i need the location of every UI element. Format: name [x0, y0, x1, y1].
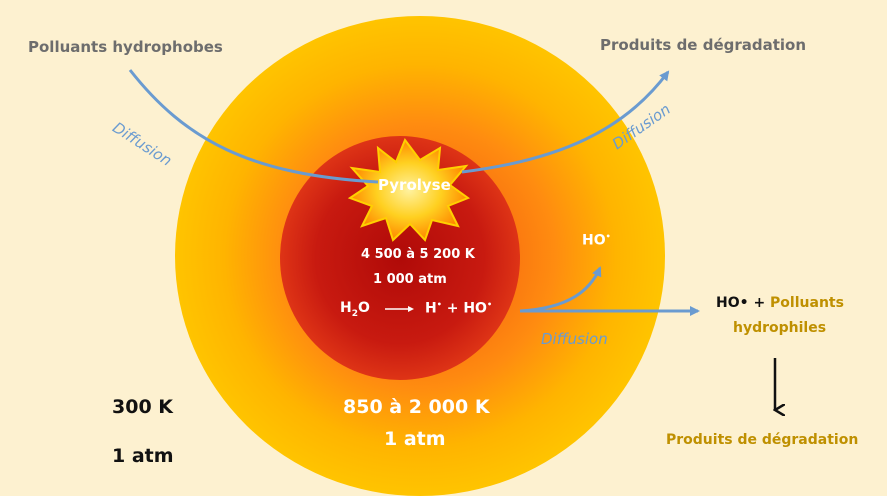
- hydroxyl-radical-label: HO•: [582, 233, 611, 248]
- diffusion-bottom-label: Diffusion: [541, 330, 608, 348]
- pyrolysis-burst: [347, 137, 471, 242]
- hydrophilic-pollutants-line1: Polluants: [770, 295, 844, 311]
- degradation-products-bottom-label: Produits de dégradation: [666, 432, 859, 448]
- hydrophobic-pollutants-label: Polluants hydrophobes: [28, 38, 223, 56]
- hydrophilic-reaction-label: HO• + Polluants: [716, 296, 844, 310]
- reaction-equation: H2O: [340, 301, 370, 319]
- core-temperature-label: 4 500 à 5 200 K: [361, 247, 475, 262]
- hydrophilic-pollutants-line2: hydrophiles: [733, 320, 827, 336]
- core-pressure-label: 1 000 atm: [373, 272, 447, 287]
- reactant-h: H: [340, 300, 352, 316]
- bulk-temperature-label: 300 K: [112, 396, 173, 418]
- product-ho-dot: •: [486, 300, 493, 309]
- pyrolysis-label: Pyrolyse: [378, 176, 451, 194]
- diffusion-out-arrow: [461, 70, 670, 174]
- reactant-o: O: [357, 300, 370, 316]
- reaction-arrowhead: [408, 306, 414, 312]
- bulk-pressure-label: 1 atm: [112, 445, 174, 467]
- product-h: H: [425, 300, 437, 317]
- ho-plus-text: HO• +: [716, 295, 771, 311]
- diffusion-in-arrow: [128, 69, 379, 184]
- degradation-products-top-label: Produits de dégradation: [600, 36, 807, 54]
- hydroxyl-text: HO: [582, 232, 606, 249]
- product-ho: + HO: [441, 300, 487, 317]
- reaction-products: H• + HO•: [425, 301, 492, 316]
- reactant-subscript: 2: [351, 308, 358, 319]
- shell-pressure-label: 1 atm: [384, 428, 446, 450]
- product-h-dot: •: [436, 300, 442, 309]
- shell-temperature-label: 850 à 2 000 K: [343, 396, 490, 418]
- hydroxyl-dot: •: [605, 232, 611, 241]
